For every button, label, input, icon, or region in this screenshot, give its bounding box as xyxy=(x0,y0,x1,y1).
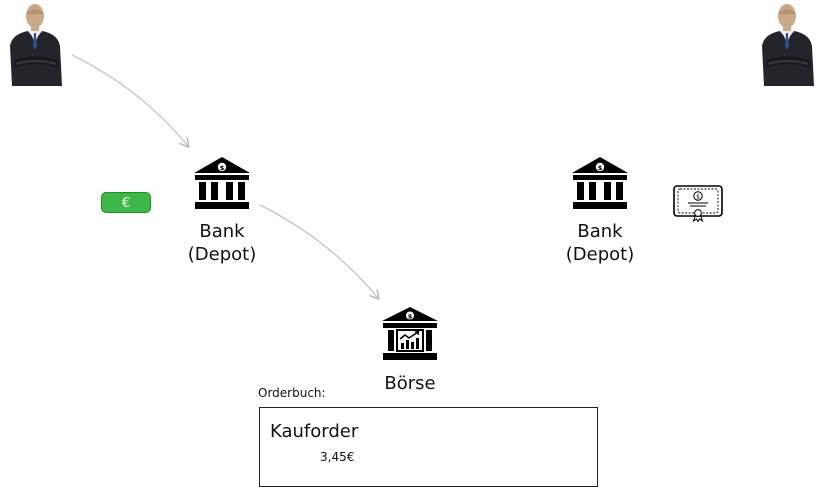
bank-icon: $ xyxy=(194,157,250,209)
connector-arrows xyxy=(71,54,820,472)
orderbook-label: Orderbuch: xyxy=(258,386,326,400)
businessman-icon xyxy=(10,4,62,86)
euro-badge: € xyxy=(101,192,151,213)
order-price: 3,45€ xyxy=(320,450,355,464)
svg-text:$: $ xyxy=(696,194,700,201)
bank-icon: $ xyxy=(572,157,628,209)
svg-text:$: $ xyxy=(408,312,413,320)
svg-text:$: $ xyxy=(598,164,603,172)
arrow-bank-to-exchange xyxy=(259,204,378,298)
order-type: Kauforder xyxy=(270,421,359,442)
arrow-investor-to-bank xyxy=(71,54,188,146)
orderbook-panel: Kauforder 3,45€ xyxy=(259,407,598,487)
stock-exchange-icon: $ xyxy=(382,307,438,360)
certificate-icon: $ xyxy=(673,185,723,222)
svg-text:$: $ xyxy=(220,164,225,172)
bank-right-label: Bank (Depot) xyxy=(565,221,635,265)
exchange-label: Börse xyxy=(384,373,436,394)
businessman-icon xyxy=(762,4,814,86)
bank-left-label: Bank (Depot) xyxy=(187,221,257,265)
